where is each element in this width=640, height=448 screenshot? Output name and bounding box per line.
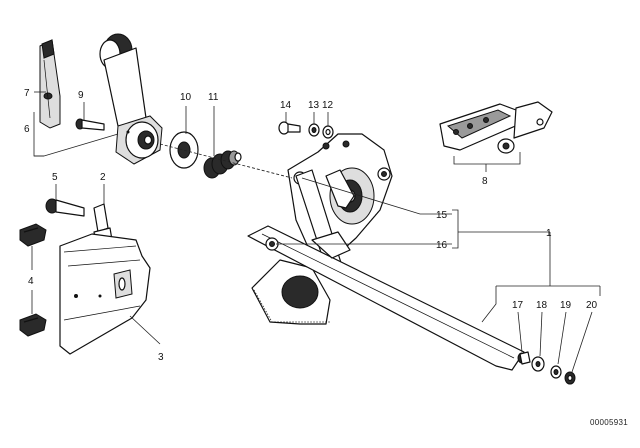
part-19-washer: [550, 365, 562, 379]
label-16: 16: [436, 240, 448, 251]
label-19: 19: [560, 300, 572, 311]
label-10: 10: [180, 92, 192, 103]
part-11-spring: [203, 150, 242, 179]
part-12-nut: [322, 125, 334, 139]
label-5: 5: [52, 172, 58, 183]
part-8-slider-bracket: [439, 101, 553, 154]
part-13-washer: [308, 123, 320, 137]
part-14-bolt: [278, 121, 301, 135]
part-17-pin: [517, 351, 531, 365]
catalog-code: 00005931: [590, 418, 628, 427]
part-6-crank-arm: [99, 33, 163, 165]
label-1: 1: [546, 228, 552, 239]
part-3-mounting-plate: [59, 233, 151, 355]
part-20-clip: [564, 371, 576, 385]
label-7: 7: [24, 88, 30, 99]
part-5-bolt: [45, 198, 85, 217]
label-18: 18: [536, 300, 548, 311]
label-4: 4: [28, 276, 34, 287]
label-12: 12: [322, 100, 334, 111]
part-9-screw: [75, 118, 105, 131]
part-labels: 7 6 9 10 11 14 13 12 8 5 2 4 3 15 16 1 1…: [24, 88, 628, 427]
label-13: 13: [308, 100, 320, 111]
part-4-rubber-buffers: [19, 223, 47, 337]
label-11: 11: [208, 92, 219, 103]
label-17: 17: [512, 300, 524, 311]
part-18-washer: [531, 356, 545, 372]
label-6: 6: [24, 124, 30, 135]
label-14: 14: [280, 100, 292, 111]
leader-lines: [31, 91, 601, 373]
label-9: 9: [78, 90, 84, 101]
label-3: 3: [158, 352, 164, 363]
part-1-window-regulator: [247, 133, 525, 371]
label-8: 8: [482, 176, 488, 187]
part-10-washer: [169, 131, 199, 169]
part-7-handle-lever: [39, 39, 61, 129]
label-20: 20: [586, 300, 598, 311]
label-15: 15: [436, 210, 448, 221]
label-2: 2: [100, 172, 106, 183]
